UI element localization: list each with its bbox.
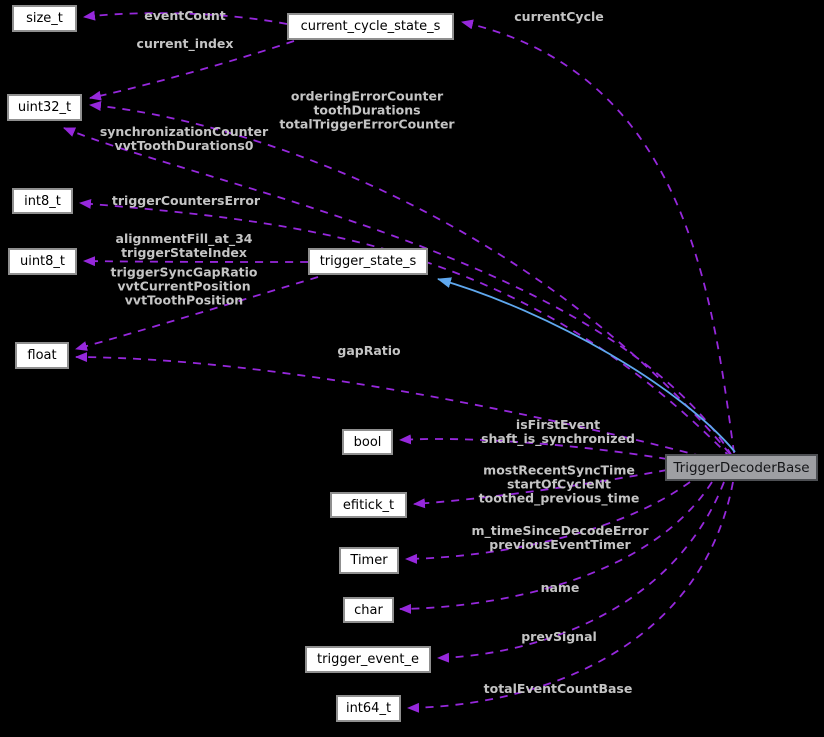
edge-synchronizationCounter — [63, 127, 733, 457]
edge-m_timeSinceDecodeError — [405, 481, 691, 564]
edge-prevSignal — [437, 481, 725, 663]
edge-label-isFirstEvent: isFirstEvent shaft_is_synchronized — [481, 416, 635, 446]
node-char[interactable]: char — [343, 597, 394, 623]
edge-gapRatio — [75, 352, 732, 465]
node-size-t[interactable]: size_t — [12, 5, 77, 32]
node-trigger-decoder-base: TriggerDecoderBase — [665, 454, 818, 481]
edge-triggerCountersError — [79, 198, 732, 459]
edge-label-prevSignal: prevSignal — [521, 628, 597, 644]
node-timer[interactable]: Timer — [339, 547, 399, 574]
node-bool[interactable]: bool — [342, 429, 393, 455]
node-int64-t[interactable]: int64_t — [336, 695, 401, 722]
edge-label-triggerCountersError: triggerCountersError — [111, 192, 261, 208]
edge-totalEventCountBase — [407, 481, 734, 713]
edge-label-orderingErrorCounter: orderingErrorCounter toothDurations tota… — [279, 88, 455, 133]
edge-label-triggerSyncGapRatio: triggerSyncGapRatio vvtCurrentPosition v… — [110, 264, 258, 309]
node-uint32-t[interactable]: uint32_t — [7, 94, 82, 121]
node-efitick-t[interactable]: efitick_t — [330, 492, 407, 518]
edge-eventCount — [83, 10, 288, 25]
edge-name — [399, 481, 713, 614]
edge-label-alignmentFill: alignmentFill_at_34 triggerStateIndex — [115, 230, 253, 260]
edge-label-totalEventCountBase: totalEventCountBase — [483, 680, 633, 696]
edge-label-synchronizationCounter: synchronizationCounter vvtToothDurations… — [99, 123, 269, 153]
node-current-cycle-state-s[interactable]: current_cycle_state_s — [287, 13, 454, 40]
edge-current_index — [89, 40, 295, 101]
edge-triggerSyncGapRatio — [75, 276, 319, 351]
edge-isFirstEvent — [399, 434, 668, 460]
node-trigger-event-e[interactable]: trigger_event_e — [305, 646, 431, 673]
edge-label-mostRecentSyncTime: mostRecentSyncTime startOfCycleNt toothe… — [478, 462, 640, 507]
node-trigger-state-s[interactable]: trigger_state_s — [308, 248, 428, 275]
edge-label-eventCount: eventCount — [144, 7, 226, 23]
node-int8-t[interactable]: int8_t — [12, 188, 73, 214]
node-uint8-t[interactable]: uint8_t — [8, 248, 77, 275]
edge-inheritance-trigger_state_s — [437, 277, 736, 453]
edge-label-currentCycle: currentCycle — [514, 8, 604, 24]
edge-label-m-timeSinceDecodeError: m_timeSinceDecodeError previousEventTime… — [471, 522, 649, 552]
edge-label-gapRatio: gapRatio — [337, 342, 401, 358]
edge-label-current-index: current_index — [136, 35, 234, 51]
edge-label-name: name — [540, 579, 580, 595]
node-float[interactable]: float — [15, 342, 69, 369]
edge-alignmentFill — [83, 256, 309, 267]
edge-currentCycle — [461, 19, 735, 454]
edge-mostRecentSyncTime — [413, 469, 668, 509]
